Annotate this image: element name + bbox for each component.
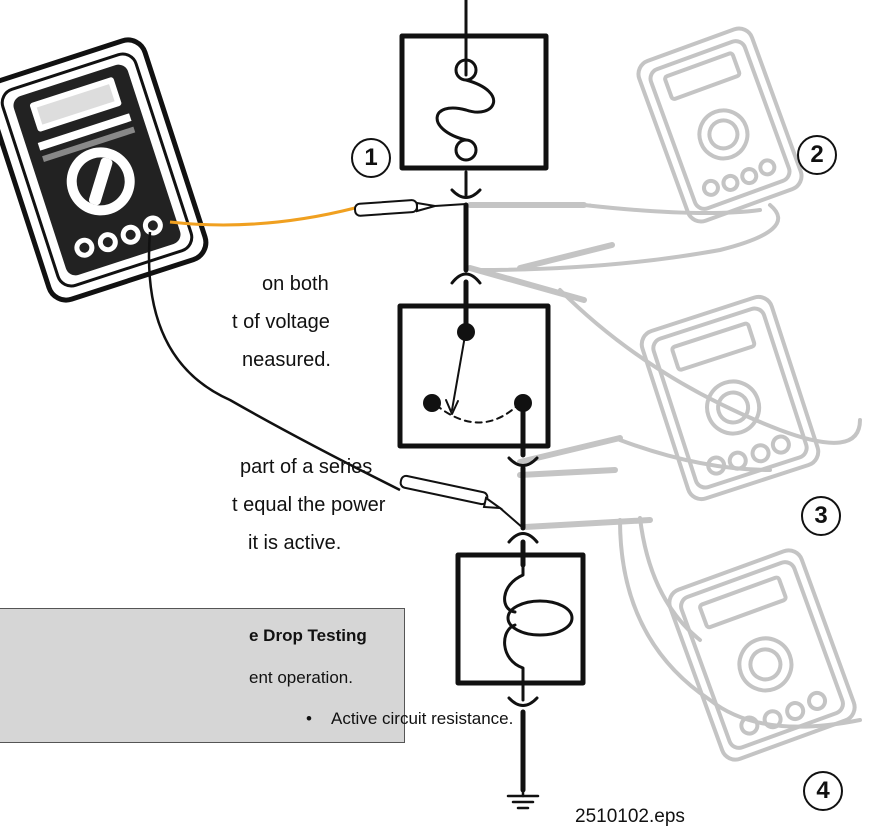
probe-negative	[399, 474, 524, 529]
body-text-line-4: part of a series	[240, 456, 373, 478]
fuse-bottom-terminal	[454, 138, 478, 162]
multimeter-icon	[0, 37, 209, 303]
body-text-line-2: t of voltage	[232, 311, 330, 333]
position-badge-4: 4	[803, 771, 843, 811]
black-lead	[147, 231, 401, 492]
body-text-line-3: neasured.	[242, 349, 331, 371]
ghost-probe-4	[522, 517, 653, 530]
circuit	[397, 0, 586, 810]
ghost-meter-3	[639, 294, 821, 502]
ghost-meter-2	[636, 26, 804, 224]
position-badge-2: 2	[797, 135, 837, 175]
red-lead	[169, 206, 356, 227]
switch-box	[397, 303, 551, 449]
lamp-filament	[506, 599, 574, 637]
voltage-drop-testing-box: e Drop Testing ent operation. • Active c…	[0, 608, 513, 743]
tip-box-bullet: •	[306, 709, 312, 728]
position-badge-3: 3	[801, 496, 841, 536]
ghost-probe-3a	[517, 242, 615, 271]
body-text-line-6: it is active.	[248, 532, 342, 554]
lamp-box	[455, 552, 586, 686]
tip-box-line: ent operation.	[249, 668, 353, 687]
position-badge-1: 1	[351, 138, 391, 178]
tip-box-title: e Drop Testing	[249, 626, 367, 645]
body-text-line-5: t equal the power	[232, 494, 386, 516]
ghost-meter-4	[667, 548, 857, 762]
tip-box-bullet-text: Active circuit resistance.	[331, 709, 514, 728]
switch-contacts	[423, 323, 532, 412]
ghost-meters	[467, 26, 862, 762]
fuse-element	[435, 78, 496, 142]
file-label: 2510102.eps	[575, 806, 685, 827]
probe-positive	[353, 199, 467, 217]
body-text-line-1: on both	[262, 273, 329, 295]
fuse-box	[399, 33, 549, 171]
